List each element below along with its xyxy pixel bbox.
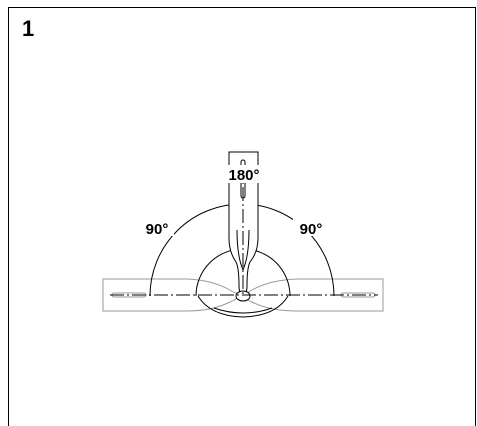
right-label-backdrop (293, 218, 327, 236)
knob-bottom (197, 295, 289, 318)
angle-label-left: 90° (146, 221, 169, 238)
left-label-backdrop (140, 218, 174, 236)
top-label-backdrop (222, 165, 266, 183)
panel-frame (8, 7, 476, 426)
angle-label-right: 90° (300, 221, 323, 238)
pivot-point (235, 290, 251, 302)
step-number: 1 (22, 16, 35, 41)
knob-bottom-inner (213, 307, 273, 314)
angle-label-top: 180° (228, 167, 259, 184)
